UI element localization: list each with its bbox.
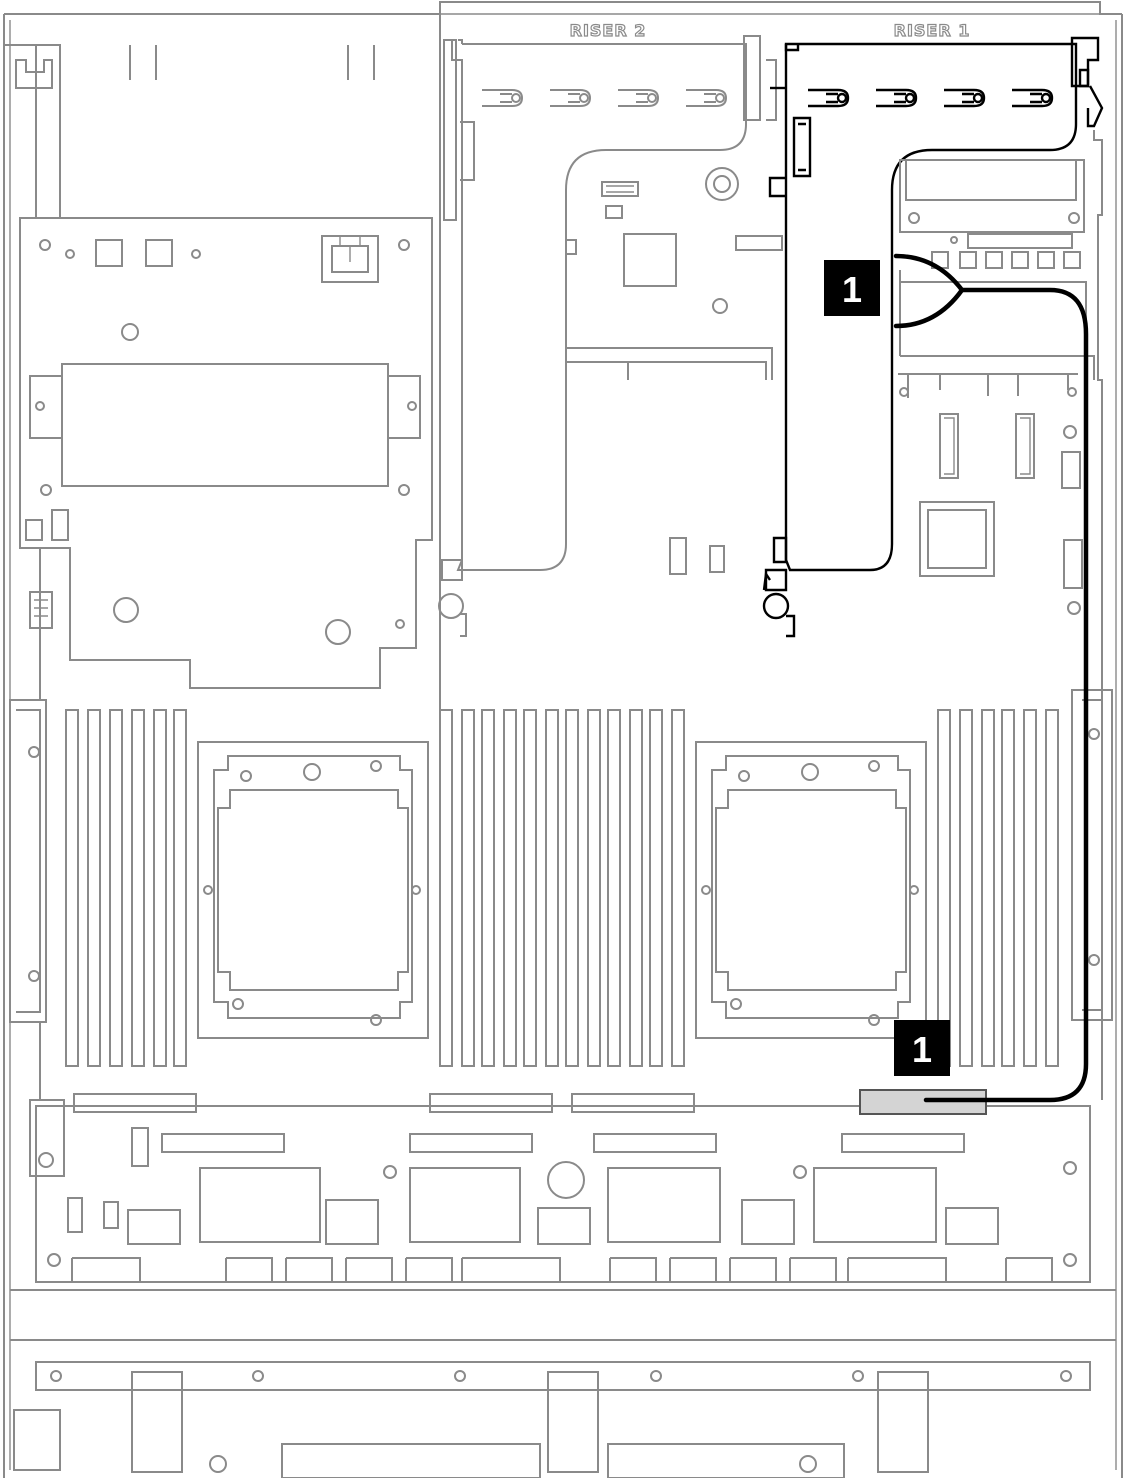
callout-bottom: 1 (894, 1020, 950, 1076)
riser-1-label: RISER 1 (894, 21, 971, 40)
cpu-socket-2 (695, 741, 927, 1039)
chassis-frame (3, 1, 1123, 1478)
riser-1-slot-guides (808, 88, 1054, 108)
cpu-socket-1 (197, 741, 429, 1039)
riser-2-cage (438, 35, 777, 637)
bottom-bay (10, 1289, 1116, 1478)
right-board-components (669, 159, 1087, 615)
center-top-components (566, 167, 783, 380)
riser-2-label: RISER 2 (570, 21, 647, 40)
dimm-slots-right (937, 709, 1059, 1067)
callout-bottom-text: 1 (912, 1029, 932, 1070)
lower-board (35, 1093, 1091, 1283)
riser-1-cable (893, 253, 1089, 1103)
right-wall-strip (1071, 130, 1113, 1100)
riser-2-slot-guides (482, 89, 728, 107)
callout-top-text: 1 (842, 269, 862, 310)
left-wall-strip (9, 548, 65, 1177)
riser-1-cage (762, 36, 1104, 638)
callout-top: 1 (824, 260, 880, 316)
dimm-slots-left (65, 709, 187, 1067)
left-drive-cage (19, 217, 433, 689)
dimm-slots-center (439, 709, 685, 1067)
